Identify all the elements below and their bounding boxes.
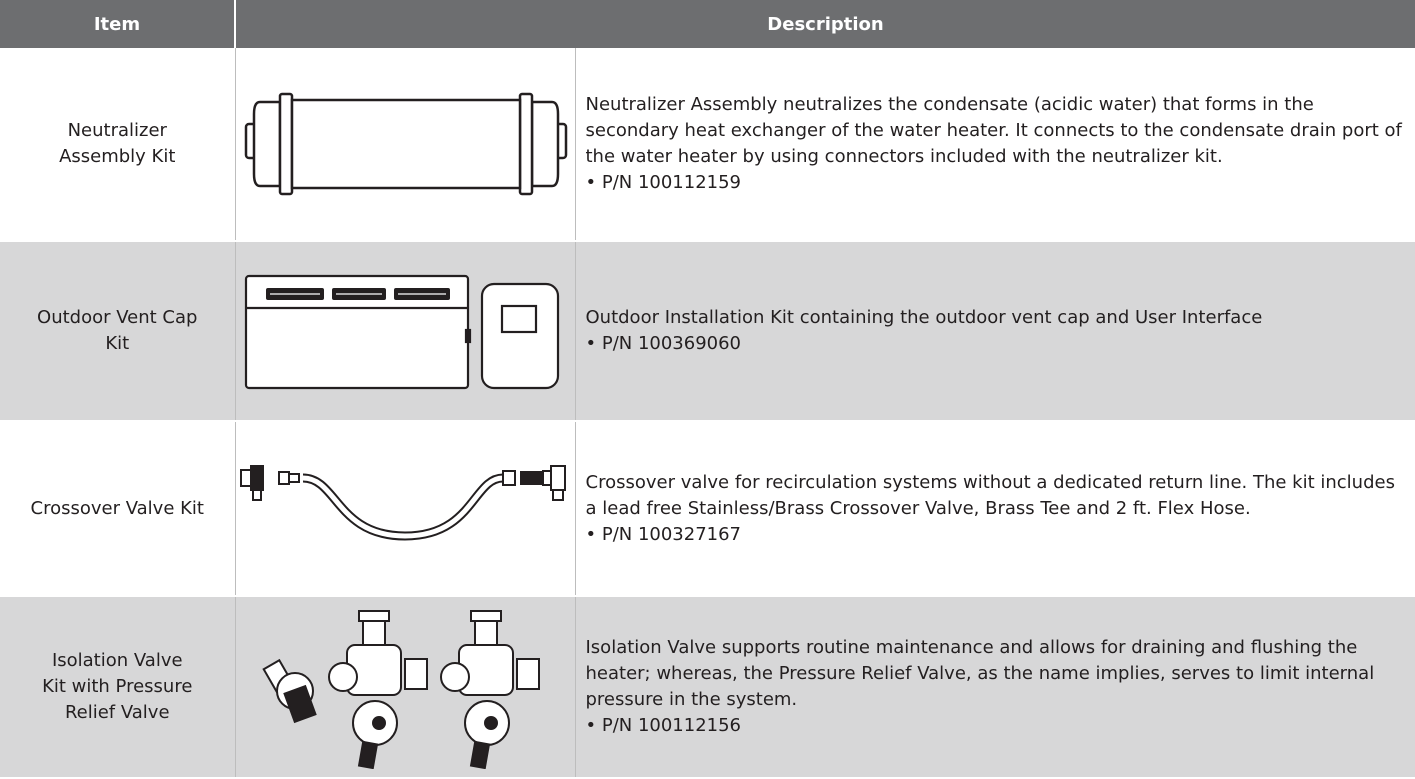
table-row: Isolation Valve Kit with Pressure Relief… [0, 596, 1415, 779]
item-description: Outdoor Installation Kit containing the … [585, 307, 1263, 328]
item-name-line: Neutralizer [67, 120, 167, 141]
item-image-cell [235, 241, 576, 422]
item-name-line: Outdoor Vent Cap [37, 307, 198, 328]
item-name-line: Kit with Pressure [42, 676, 193, 697]
item-description: Neutralizer Assembly neutralizes the con… [585, 94, 1402, 167]
item-name-cell: Neutralizer Assembly Kit [0, 48, 236, 242]
neutralizer-cartridge-icon [244, 92, 568, 196]
table-row: Neutralizer Assembly Kit [0, 48, 1415, 242]
header-description: Description [235, 0, 1415, 48]
item-image-cell [235, 48, 576, 242]
isolation-valves-icon [262, 610, 540, 769]
item-description: Crossover valve for recirculation system… [585, 471, 1395, 519]
item-description: Isolation Valve supports routine mainten… [585, 637, 1375, 710]
item-name-line: Kit [105, 333, 130, 354]
part-number: • P/N 100327167 [585, 523, 742, 545]
item-name-cell: Outdoor Vent Cap Kit [0, 241, 236, 422]
item-name-cell: Crossover Valve Kit [0, 421, 236, 597]
vent-cap-icon [244, 274, 560, 390]
item-name-line: Assembly Kit [59, 146, 176, 167]
table-header-row: Item Description [0, 0, 1415, 48]
item-image-cell [235, 596, 576, 779]
item-description-cell: Crossover valve for recirculation system… [575, 421, 1415, 597]
table-row: Crossover Valve Kit [0, 421, 1415, 597]
header-item: Item [0, 0, 236, 48]
item-name-line: Crossover Valve Kit [30, 497, 204, 519]
table-row: Outdoor Vent Cap Kit [0, 241, 1415, 422]
crossover-valve-hose-icon [240, 464, 566, 541]
part-number: • P/N 100112156 [585, 715, 742, 736]
item-description-cell: Outdoor Installation Kit containing the … [575, 241, 1415, 422]
item-image-cell [235, 421, 576, 597]
item-description-cell: Isolation Valve supports routine mainten… [575, 596, 1415, 779]
item-name-line: Isolation Valve [51, 650, 183, 671]
part-number: • P/N 100369060 [585, 333, 742, 354]
part-number: • P/N 100112159 [585, 172, 742, 193]
item-description-cell: Neutralizer Assembly neutralizes the con… [575, 48, 1415, 242]
item-name-cell: Isolation Valve Kit with Pressure Relief… [0, 596, 236, 779]
item-name-line: Relief Valve [64, 702, 170, 723]
